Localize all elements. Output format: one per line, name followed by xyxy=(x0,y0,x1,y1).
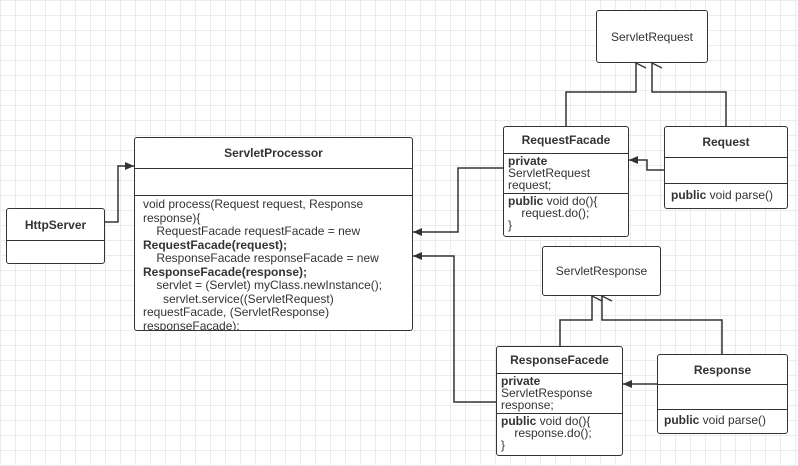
httpserver-title: HttpServer xyxy=(7,209,104,241)
servletprocessor-method-line: ResponseFacade responseFacade = new xyxy=(143,251,379,265)
responsefacade-field-keyword: private xyxy=(501,374,541,388)
request-title: Request xyxy=(665,127,787,158)
servletprocessor-class[interactable]: ServletProcessor void process(Request re… xyxy=(134,137,413,331)
request-methods: public void parse() xyxy=(665,184,787,206)
request-fields xyxy=(665,158,787,184)
requestfacade-method-line: request.do(); xyxy=(508,206,590,220)
requestfacade-methods: public void do(){ request.do(); } xyxy=(504,194,628,232)
servletprocessor-title: ServletProcessor xyxy=(135,138,412,169)
servletprocessor-method-line: response){ xyxy=(143,210,201,225)
response-class[interactable]: Response public void parse() xyxy=(657,354,788,434)
requestfacade-field-line: ServletRequest xyxy=(508,166,591,180)
edge-requestfacade-implements-servletrequest xyxy=(565,63,636,126)
response-method-keyword: public xyxy=(664,413,700,427)
requestfacade-fields: private ServletRequest request; xyxy=(504,154,628,194)
request-method-keyword: public xyxy=(671,188,707,202)
servletprocessor-method-line: servlet = (Servlet) myClass.newInstance(… xyxy=(143,278,383,292)
request-class[interactable]: Request public void parse() xyxy=(664,126,788,209)
responsefacade-field-line: ServletResponse xyxy=(501,386,593,400)
servletprocessor-method-line: RequestFacade requestFacade = new xyxy=(143,224,361,238)
servletprocessor-fields xyxy=(135,169,412,196)
responsefacade-method-keyword: public xyxy=(501,414,537,428)
requestfacade-method-line: } xyxy=(508,218,513,232)
servletprocessor-method-line: void process(Request request, Response xyxy=(143,197,364,211)
responsefacade-title: ResponseFacede xyxy=(497,347,622,374)
edge-responsefacade-implements-servletresponse xyxy=(559,296,592,346)
servletprocessor-method-line: requestFacade, (ServletResponse) xyxy=(143,305,330,319)
responsefacade-method-line: } xyxy=(501,438,506,452)
servletrequest-interface[interactable]: ServletRequest xyxy=(596,10,708,63)
edge-requestfacade-to-servletprocessor xyxy=(413,167,503,236)
servletrequest-title: ServletRequest xyxy=(610,29,694,44)
requestfacade-method-signature: void do(){ xyxy=(543,194,598,208)
edge-request-to-requestfacade xyxy=(629,156,664,171)
httpserver-class[interactable]: HttpServer xyxy=(6,208,105,264)
response-method-signature: void parse() xyxy=(699,413,767,427)
edge-responsefacade-to-servletprocessor xyxy=(413,252,496,403)
request-method-signature: void parse() xyxy=(706,188,774,202)
requestfacade-title: RequestFacade xyxy=(504,127,628,154)
servletresponse-title: ServletResponse xyxy=(555,264,648,278)
servletprocessor-method-line: servlet.service((ServletRequest) xyxy=(143,291,334,306)
responsefacade-methods: public void do(){ response.do(); } xyxy=(497,414,622,452)
response-title: Response xyxy=(658,355,787,385)
requestfacade-class[interactable]: RequestFacade private ServletRequest req… xyxy=(503,126,629,237)
servletresponse-interface[interactable]: ServletResponse xyxy=(542,246,661,296)
responsefacade-fields: private ServletResponse response; xyxy=(497,374,622,414)
servletprocessor-method-line: responseFacade); xyxy=(143,318,240,331)
servletprocessor-method-line: ResponseFacade(response); xyxy=(143,264,308,279)
response-fields xyxy=(658,385,787,410)
edge-httpserver-to-servletprocessor xyxy=(105,162,134,223)
responsefacade-method-line: response.do(); xyxy=(501,426,592,440)
response-methods: public void parse() xyxy=(658,410,787,430)
requestfacade-method-keyword: public xyxy=(508,194,544,208)
edge-request-implements-servletrequest xyxy=(652,63,727,126)
requestfacade-field-keyword: private xyxy=(508,154,548,168)
responsefacade-method-signature: void do(){ xyxy=(536,414,591,428)
edge-response-implements-servletresponse xyxy=(602,296,723,354)
requestfacade-field-line: request; xyxy=(508,178,552,192)
responsefacade-field-line: response; xyxy=(501,398,554,412)
servletprocessor-methods: void process(Request request, Response r… xyxy=(135,196,412,331)
responsefacade-class[interactable]: ResponseFacede private ServletResponse r… xyxy=(496,346,623,456)
servletprocessor-method-line: RequestFacade(request); xyxy=(143,237,288,252)
